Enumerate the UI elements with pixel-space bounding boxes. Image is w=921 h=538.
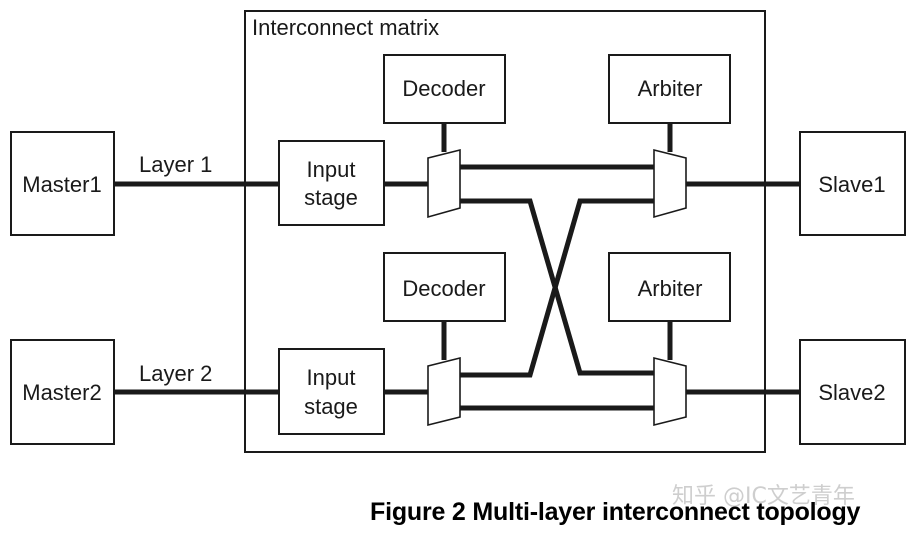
master2-box [10,339,115,445]
slave1-block: Slave1 [799,131,906,236]
input-stage-1-box [278,140,385,226]
slave1-label: Slave1 [818,172,885,197]
interconnect-matrix-box [244,10,766,453]
figure-caption: Figure 2 Multi-layer interconnect topolo… [370,498,861,526]
arbiter-2-box [608,252,731,322]
arbiter-2-block: Arbiter [608,252,731,322]
slave2-block: Slave2 [799,339,906,445]
master1-label: Master1 [22,172,101,197]
arbiter-2-label: Arbiter [638,276,703,301]
decoder-mux-2 [427,356,461,427]
input-stage-2-block: Input stage [278,348,385,435]
input-stage-1-line1: Input [307,157,356,182]
arbiter-mux-1 [653,148,687,219]
layer-1-label: Layer 1 [139,152,212,177]
master2-block: Master2 [10,339,115,445]
bus-lines [114,123,800,411]
decoder-mux-1 [427,148,461,219]
master2-label: Master2 [22,380,101,405]
decoder-1-block: Decoder [383,54,506,124]
decoder-1-label: Decoder [402,76,485,101]
decoder-2-label: Decoder [402,276,485,301]
master1-box [10,131,115,236]
master1-block: Master1 [10,131,115,236]
decoder-2-block: Decoder [383,252,506,322]
slave2-label: Slave2 [818,380,885,405]
input-stage-1-line2: stage [304,185,358,210]
arbiter-1-block: Arbiter [608,54,731,124]
input-stage-2-line2: stage [304,394,358,419]
arbiter-1-label: Arbiter [638,76,703,101]
decoder-2-box [383,252,506,322]
bus-route-2-1 [460,198,654,378]
slave2-box [799,339,906,445]
decoder-1-box [383,54,506,124]
watermark-text: 知乎 @IC文艺青年 [672,484,855,509]
interconnect-matrix-label: Interconnect matrix [252,15,439,40]
layer-2-label: Layer 2 [139,361,212,386]
input-stage-2-box [278,348,385,435]
input-stage-1-block: Input stage [278,140,385,226]
slave1-box [799,131,906,236]
arbiter-mux-2 [653,356,687,427]
arbiter-1-box [608,54,731,124]
input-stage-2-line1: Input [307,365,356,390]
